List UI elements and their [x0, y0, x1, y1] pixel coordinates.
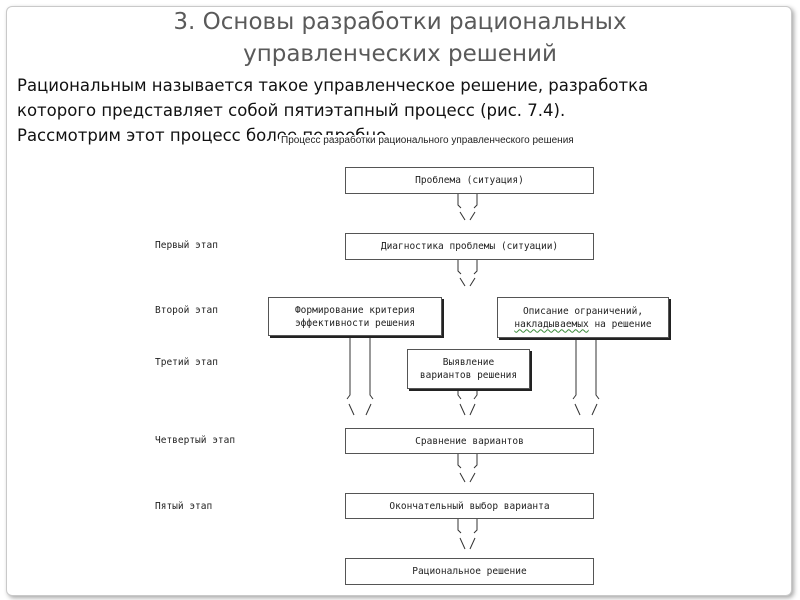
stage-label-2: Второй этап [155, 305, 218, 316]
arrow-constraints-to-compare [572, 338, 600, 416]
slide-title-line2: управленческих решений [243, 41, 557, 67]
stage-label-4: Четвертый этап [155, 435, 236, 446]
box-result-label: Рациональное решение [412, 566, 527, 577]
box-diagnosis-label: Диагностика проблемы (ситуации) [380, 241, 559, 252]
box-criteria: Формирование критерия эффективности реше… [268, 297, 442, 336]
box-constraints-line2: накладываемых на решение [514, 318, 651, 331]
arrow-compare-to-final [457, 454, 478, 483]
box-criteria-line1: Формирование критерия [294, 304, 416, 316]
paragraph-line-2: которого представляет собой пятиэтапный … [17, 101, 566, 120]
box-variants-line2: вариантов решения [419, 370, 518, 381]
box-diagnosis: Диагностика проблемы (ситуации) [345, 233, 594, 260]
box-compare-label: Сравнение вариантов [415, 435, 524, 447]
arrow-criteria-to-compare [346, 336, 374, 416]
stage-label-1: Первый этап [155, 240, 218, 251]
box-result: Рациональное решение [345, 558, 594, 585]
box-criteria-line2: эффективности решения [294, 317, 416, 329]
box-variants-line1: Выявление [442, 357, 495, 368]
intro-paragraph: Рациональным называется такое управленче… [17, 73, 797, 148]
box-variants: Выявление вариантов решения [407, 349, 530, 389]
stage-label-5: Пятый этап [155, 501, 213, 512]
box-compare: Сравнение вариантов [345, 428, 594, 454]
box-constraints: Описание ограничений, накладываемых на р… [497, 297, 669, 338]
box-constraints-line2-a: накладываемых [514, 318, 589, 330]
box-problem: Проблема (ситуация) [345, 167, 594, 194]
box-final: Окончательный выбор варианта [345, 493, 594, 519]
arrow-final-to-result [457, 519, 478, 550]
box-problem-label: Проблема (ситуация) [415, 175, 524, 186]
paragraph-line-1: Рациональным называется такое управленче… [17, 76, 649, 95]
arrow-problem-to-diagnosis [457, 194, 478, 221]
diagram-title: Процесс разработки рационального управле… [279, 135, 576, 146]
arrow-variants-to-compare [457, 389, 478, 416]
box-constraints-line1: Описание ограничений, [522, 305, 644, 317]
arrow-diagnosis-to-stage2 [457, 260, 478, 287]
box-constraints-line2-b: на решение [588, 318, 652, 330]
slide-title-line1: 3. Основы разработки рациональных [173, 9, 627, 35]
stage-label-3: Третий этап [155, 357, 218, 368]
box-final-label: Окончательный выбор варианта [389, 500, 550, 512]
